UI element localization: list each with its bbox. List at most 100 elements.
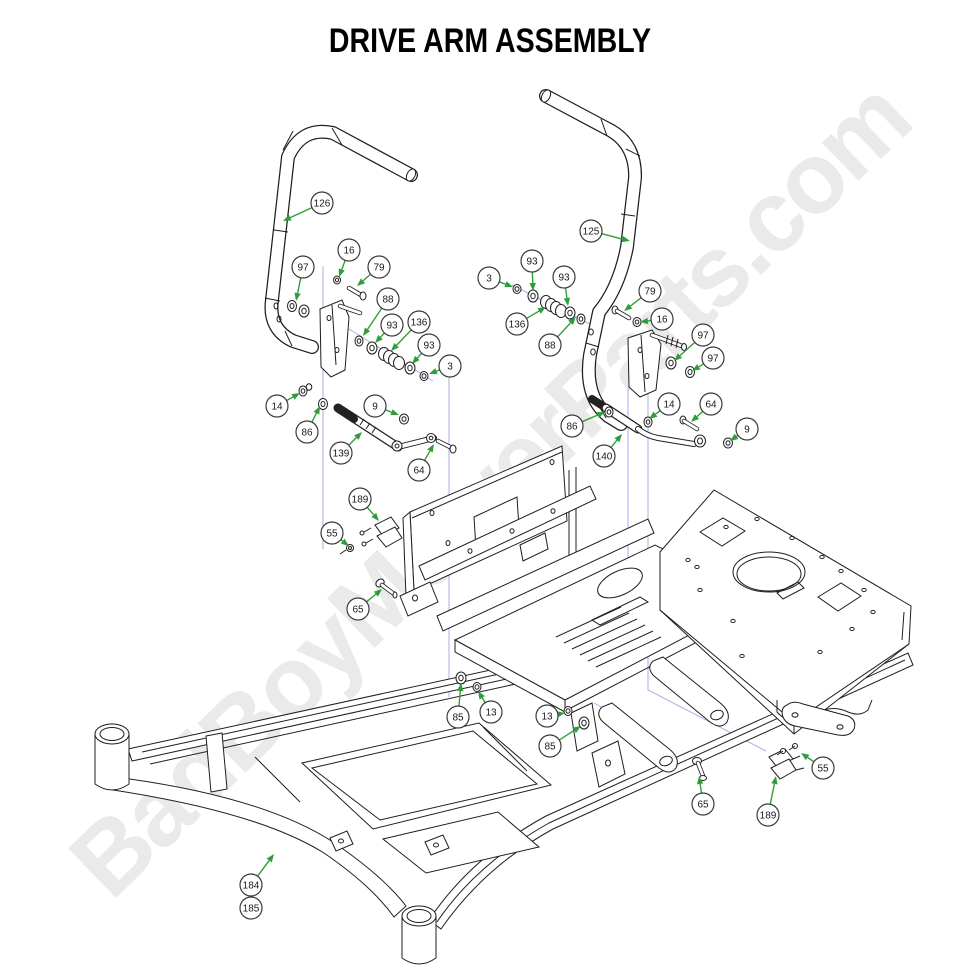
callout-number: 136 (509, 320, 526, 331)
callout-97[interactable]: 97 (291, 255, 315, 301)
callout-85[interactable]: 85 (446, 683, 470, 729)
callout-circle[interactable] (811, 756, 835, 780)
callout-arrow-head (294, 292, 301, 301)
callout-139[interactable]: 139 (329, 432, 362, 465)
callout-79[interactable]: 79 (357, 255, 391, 286)
callout-circle[interactable] (650, 307, 674, 331)
callout-13[interactable]: 13 (478, 691, 503, 724)
callout-arrow-line (679, 341, 696, 357)
callout-189[interactable]: 189 (348, 487, 379, 521)
callout-circle[interactable] (310, 191, 334, 215)
callout-circle[interactable] (657, 392, 681, 416)
callout-circle[interactable] (538, 333, 562, 357)
callout-circle[interactable] (638, 279, 662, 303)
callout-189[interactable]: 189 (756, 776, 780, 827)
callout-65[interactable]: 65 (691, 776, 715, 816)
callout-circle[interactable] (535, 704, 559, 728)
callout-16[interactable]: 16 (337, 238, 361, 277)
callout-circle[interactable] (348, 487, 372, 511)
callout-circle[interactable] (505, 312, 529, 336)
callout-55[interactable]: 55 (320, 521, 349, 546)
callout-circle[interactable] (337, 238, 361, 262)
callout-9[interactable]: 9 (730, 417, 759, 441)
callout-arrow-line (654, 410, 661, 415)
callout-arrow-line (286, 396, 294, 402)
callout-circle[interactable] (592, 444, 616, 468)
callout-circle[interactable] (320, 521, 344, 545)
callout-136[interactable]: 136 (505, 307, 546, 336)
callout-number: 185 (243, 904, 260, 915)
callout-circle[interactable] (477, 266, 501, 290)
callout-14[interactable]: 14 (649, 392, 681, 419)
callout-86[interactable]: 86 (560, 412, 605, 438)
callout-185[interactable]: 185 (239, 896, 263, 920)
callout-arrow-line (699, 783, 703, 794)
callout-93[interactable]: 93 (375, 313, 404, 343)
callout-125[interactable]: 125 (579, 219, 630, 243)
callout-64[interactable]: 64 (691, 392, 723, 422)
callout-circle[interactable] (380, 313, 404, 337)
callout-circle[interactable] (579, 219, 603, 243)
callout-97[interactable]: 97 (692, 346, 725, 371)
callout-circle[interactable] (239, 896, 263, 920)
callout-circle[interactable] (265, 394, 289, 418)
callout-circle[interactable] (446, 705, 470, 729)
callout-65[interactable]: 65 (346, 589, 382, 621)
callout-88[interactable]: 88 (538, 317, 576, 357)
callout-circle[interactable] (346, 597, 370, 621)
callout-circle[interactable] (691, 792, 715, 816)
callout-97[interactable]: 97 (674, 323, 715, 361)
callout-circle[interactable] (735, 417, 759, 441)
callout-9[interactable]: 9 (363, 394, 399, 418)
callout-circle[interactable] (552, 265, 576, 289)
callout-circle[interactable] (538, 734, 562, 758)
callout-circle[interactable] (239, 873, 263, 897)
callout-184[interactable]: 184 (239, 854, 274, 897)
callout-arrow-head (427, 444, 434, 453)
callout-circle[interactable] (367, 255, 391, 279)
callout-circle[interactable] (756, 803, 780, 827)
callout-number: 3 (447, 362, 453, 373)
callout-number: 64 (705, 400, 717, 411)
callout-arrow-head (674, 353, 683, 361)
callout-16[interactable]: 16 (640, 307, 674, 331)
callout-3[interactable]: 3 (429, 354, 462, 378)
callout-arrow-line (769, 783, 776, 805)
callout-93[interactable]: 93 (552, 265, 576, 306)
callout-13[interactable]: 13 (535, 704, 565, 728)
callout-arrow-line (696, 410, 704, 418)
callout-circle[interactable] (438, 354, 462, 378)
callout-126[interactable]: 126 (283, 191, 334, 221)
callout-arrow-head (412, 355, 420, 364)
callout-86[interactable]: 86 (295, 406, 320, 444)
callout-55[interactable]: 55 (801, 753, 835, 780)
callout-circle[interactable] (417, 333, 441, 357)
callout-93[interactable]: 93 (520, 249, 544, 291)
callout-circle[interactable] (329, 441, 353, 465)
callout-number: 55 (326, 529, 338, 540)
callout-3[interactable]: 3 (477, 266, 513, 290)
callout-circle[interactable] (691, 323, 715, 347)
callout-circle[interactable] (479, 700, 503, 724)
callout-circle[interactable] (407, 458, 431, 482)
callout-64[interactable]: 64 (407, 444, 434, 482)
callout-circle[interactable] (291, 255, 315, 279)
callout-14[interactable]: 14 (265, 393, 300, 418)
callout-number: 184 (243, 881, 260, 892)
callout-85[interactable]: 85 (538, 726, 581, 758)
callout-circle[interactable] (295, 420, 319, 444)
callout-number: 140 (596, 452, 613, 463)
callout-circle[interactable] (520, 249, 544, 273)
callout-circle[interactable] (407, 310, 431, 334)
callout-number: 86 (301, 428, 313, 439)
callout-circle[interactable] (376, 287, 400, 311)
callout-88[interactable]: 88 (363, 287, 400, 336)
callout-circle[interactable] (363, 394, 387, 418)
callout-circle[interactable] (560, 414, 584, 438)
callout-circle[interactable] (701, 346, 725, 370)
callout-93[interactable]: 93 (412, 333, 441, 364)
callout-79[interactable]: 79 (624, 279, 662, 311)
callout-136[interactable]: 136 (391, 310, 431, 351)
callout-140[interactable]: 140 (592, 434, 622, 468)
callout-circle[interactable] (699, 392, 723, 416)
